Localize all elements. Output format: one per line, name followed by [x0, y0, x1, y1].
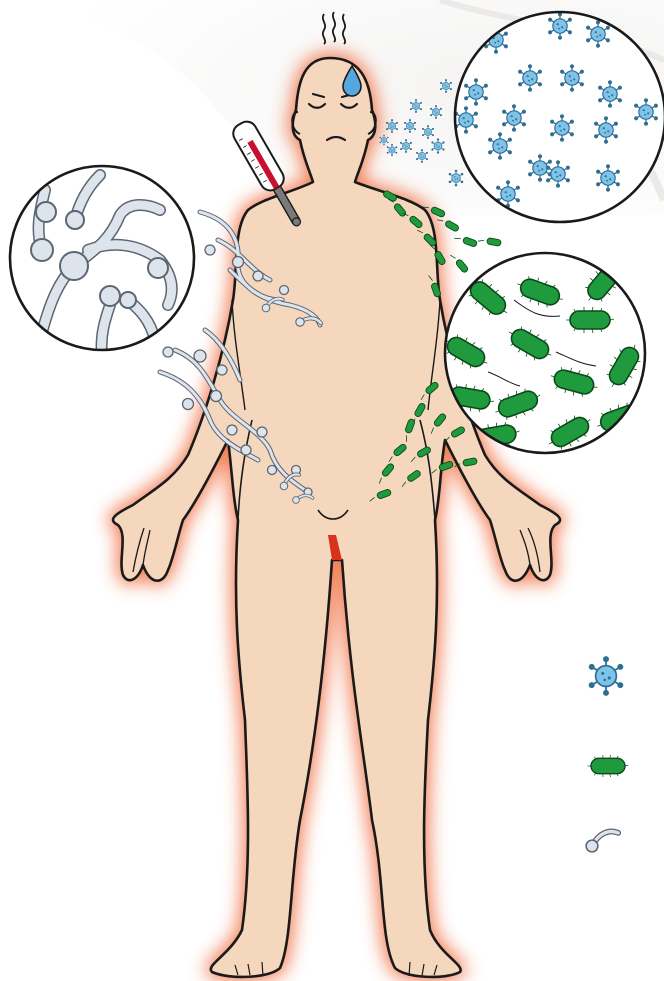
fungus-icon [584, 830, 620, 853]
virus-magnified-view [455, 12, 664, 222]
virus-icon [590, 657, 623, 695]
legend [584, 657, 628, 853]
fungus-magnified-view [10, 166, 194, 355]
bacteria-icon [588, 755, 629, 777]
